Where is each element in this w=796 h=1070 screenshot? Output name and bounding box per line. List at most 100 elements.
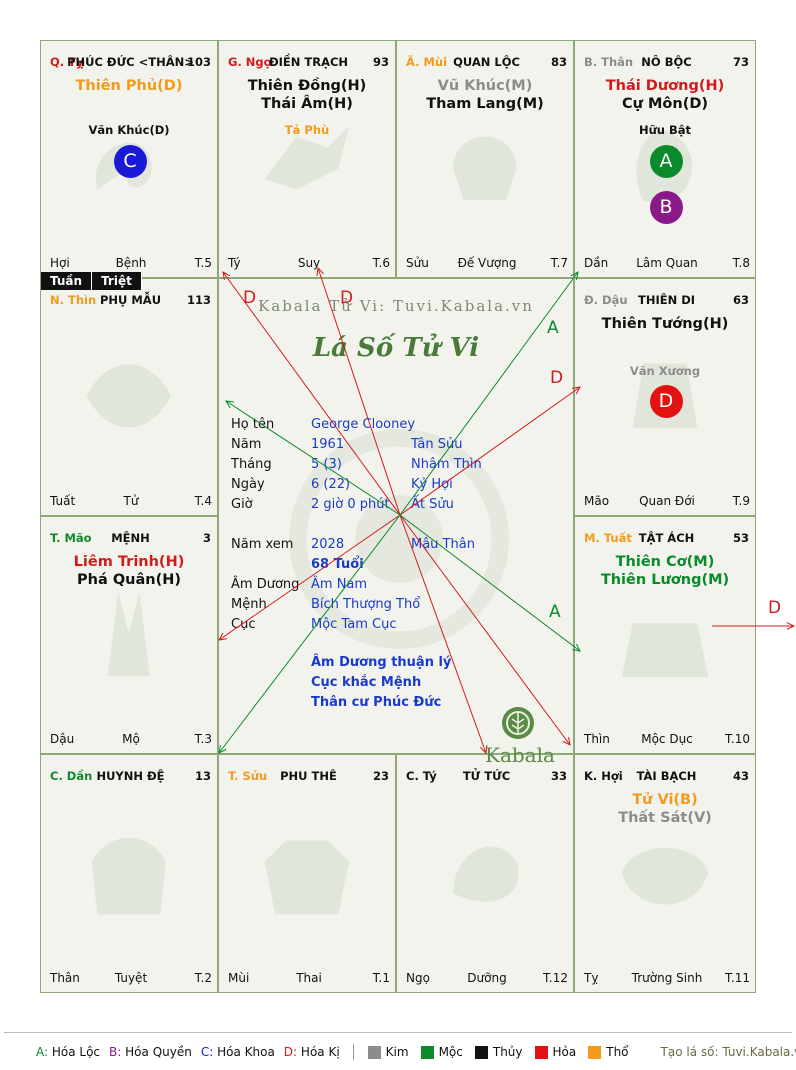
palace-phase: Dưỡng (467, 971, 507, 985)
legend-hoa-item: A: Hóa Lộc (36, 1045, 100, 1059)
palace-footer: Thân Tuyệt T.2 (50, 971, 212, 986)
main-star: Tham Lang(M) (426, 96, 544, 112)
palace-can-chi: C. Dần (50, 769, 93, 783)
palace-can-chi: K. Hợi (584, 769, 623, 783)
palace-number: 13 (194, 769, 211, 783)
palace-can-chi: N. Thìn (50, 293, 97, 307)
palace-name: ĐIỀN TRẠCH (268, 55, 349, 69)
palace-number: 43 (732, 769, 749, 783)
info-value: 6 (22) (311, 477, 351, 492)
palace-branch: Tỵ (584, 971, 599, 985)
center-info-panel: Kabala Tử Vi: Tuvi.Kabala.vn Lá Số Tử Vi H… (218, 278, 574, 767)
main-stars: Thiên Tướng(H) (575, 315, 755, 333)
legend-label: Hóa Khoa (217, 1045, 275, 1059)
info-value: George Clooney (311, 417, 416, 432)
palace-footer: Ngọ Dưỡng T.12 (406, 971, 568, 986)
info-value-canchi: Mậu Thân (411, 537, 475, 552)
palace-can-chi: Đ. Dậu (584, 293, 628, 307)
palace-thin: N. Thìn PHỤ MẪU 113 Tuất Tử T.4 (40, 278, 218, 516)
palace-can-chi: T. Sửu (228, 769, 268, 783)
palace-can-chi: B. Thân (584, 55, 634, 69)
hoa-circle-icon: B (649, 191, 683, 224)
palace-can-chi: M. Tuất (584, 531, 632, 545)
line-label-d: D (550, 368, 564, 388)
palace-luck: T.9 (732, 494, 750, 508)
palace-name: PHÚC ĐỨC <THÂN> (67, 55, 194, 69)
palace-footer: Sửu Đế Vượng T.7 (406, 256, 568, 271)
info-value: Mộc Tam Cục (311, 617, 397, 632)
palace-header: T. Sửu PHU THÊ 23 (228, 769, 389, 785)
main-star: Cự Môn(D) (621, 96, 709, 112)
palace-branch: Thân (50, 971, 80, 985)
info-key: Họ tên (231, 417, 275, 432)
palace-luck: T.10 (725, 732, 750, 746)
palace-header: C. Dần HUYNH ĐỆ 13 (50, 769, 211, 785)
main-star: Liêm Trinh(H) (73, 554, 185, 570)
info-value-canchi: Tân Sửu (411, 437, 463, 452)
element-swatch-icon (534, 1046, 548, 1059)
legend-element-label: Hỏa (552, 1045, 577, 1059)
palace-number: 63 (732, 293, 749, 307)
palace-dau: Đ. Dậu THIÊN DI 63 Thiên Tướng(H)Văn Xươ… (574, 278, 756, 516)
legend-divider (352, 1044, 354, 1060)
info-value-canchi: Ất Sửu (411, 497, 454, 512)
minor-star: Tả Phù (284, 123, 330, 137)
info-key: Năm xem (231, 537, 294, 552)
palace-dan: C. Dần HUYNH ĐỆ 13 Thân Tuyệt T.2 (40, 754, 218, 993)
palace-footer: Tỵ Trường Sinh T.11 (584, 971, 750, 986)
legend-key: B: (109, 1045, 122, 1059)
palace-header: Q. Tỵ PHÚC ĐỨC <THÂN> 103 (50, 55, 211, 71)
palace-luck: T.11 (725, 971, 750, 985)
info-value: Âm Nam (311, 577, 368, 592)
main-stars: Thái Dương(H)Cự Môn(D) (575, 77, 755, 113)
palace-luck: T.3 (194, 732, 212, 746)
info-key: Năm (231, 437, 262, 452)
zodiac-watermark-icon (92, 837, 166, 915)
main-stars: Thiên Phủ(D) (41, 77, 217, 95)
palace-phase: Suy (297, 256, 321, 270)
palace-number: 103 (186, 55, 211, 69)
palace-name: TÀI BẠCH (636, 769, 697, 783)
palace-luck: T.5 (194, 256, 212, 270)
palace-footer: Thìn Mộc Dục T.10 (584, 732, 750, 747)
palace-header: Đ. Dậu THIÊN DI 63 (584, 293, 749, 309)
hoa-circle-icon: A (649, 145, 683, 178)
legend-element-label: Kim (385, 1045, 409, 1059)
palace-footer: Tuất Tử T.4 (50, 494, 212, 509)
palace-can-chi: C. Tý (406, 769, 437, 783)
main-star: Phá Quân(H) (77, 572, 181, 588)
palace-ty_top: Q. Tỵ PHÚC ĐỨC <THÂN> 103 Thiên Phủ(D)Vă… (40, 40, 218, 278)
main-stars: Vũ Khúc(M)Tham Lang(M) (397, 77, 573, 113)
main-star: Thái Âm(H) (261, 96, 353, 112)
hoa-circle-icon: C (113, 145, 147, 178)
palace-luck: T.1 (372, 971, 390, 985)
info-value: Bích Thượng Thổ (311, 597, 421, 612)
palace-header: K. Hợi TÀI BẠCH 43 (584, 769, 749, 785)
watermark-text: Kabala Tử Vi: Tuvi.Kabala.vn (258, 297, 534, 315)
legend-key: A: (36, 1045, 49, 1059)
palace-header: B. Thân NÔ BỘC 73 (584, 55, 749, 71)
palace-branch: Dần (584, 256, 609, 270)
palace-luck: T.8 (732, 256, 750, 270)
element-swatch-icon (367, 1046, 381, 1059)
palace-phase: Thai (296, 971, 322, 985)
chart-title: Lá Số Tử Vi (312, 333, 480, 363)
line-label-a: A (547, 318, 559, 338)
line-label-d: D (768, 598, 782, 618)
info-key: Tháng (231, 457, 272, 472)
palace-phase: Mộc Dục (641, 732, 693, 746)
palace-hoi: K. Hợi TÀI BẠCH 43 Tử Vi(B)Thất Sát(V) T… (574, 754, 756, 993)
palace-phase: Trường Sinh (631, 971, 703, 985)
palace-footer: Hợi Bệnh T.5 (50, 256, 212, 271)
info-value: 1961 (311, 437, 345, 452)
palace-ngo: G. Ngọ ĐIỀN TRẠCH 93 Thiên Đồng(H)Thái Â… (218, 40, 396, 278)
zodiac-watermark-icon (453, 136, 517, 201)
line-label-d: D (340, 288, 354, 308)
palace-branch: Mùi (228, 971, 250, 985)
tuan-label: Tuần (41, 272, 93, 290)
palace-luck: T.4 (194, 494, 212, 508)
palace-can-chi: Q. Tỵ (50, 55, 84, 69)
palace-number: 73 (732, 55, 749, 69)
